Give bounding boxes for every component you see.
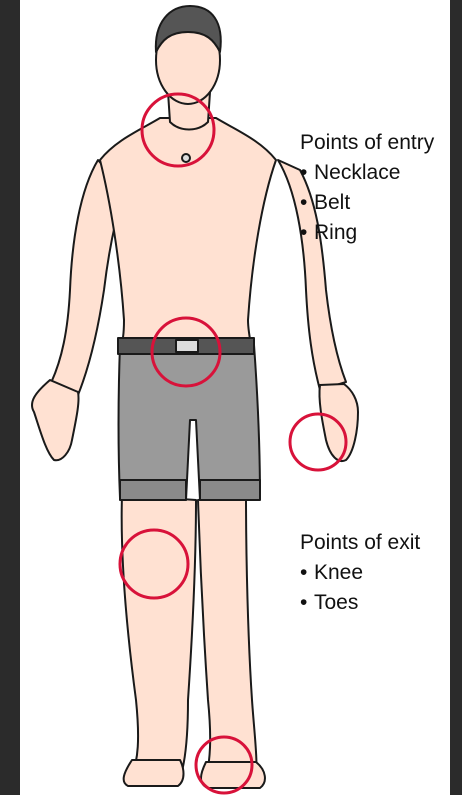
left-cuff (120, 480, 186, 500)
right-foot (201, 762, 265, 788)
necklace-pendant (182, 154, 190, 162)
exit-heading: Points of exit (300, 528, 420, 558)
exit-list: •Knee •Toes (300, 558, 420, 618)
belt-buckle (176, 340, 198, 352)
left-hand (32, 380, 79, 460)
torso (100, 118, 276, 350)
entry-list: •Necklace •Belt •Ring (300, 158, 434, 248)
entry-legend: Points of entry •Necklace •Belt •Ring (300, 128, 434, 248)
illustration-panel: Points of entry •Necklace •Belt •Ring Po… (20, 0, 450, 795)
entry-heading: Points of entry (300, 128, 434, 158)
shorts (119, 345, 261, 500)
right-cuff (200, 480, 260, 500)
exit-item: •Knee (300, 558, 420, 588)
human-figure-illustration (20, 0, 450, 795)
entry-item: •Belt (300, 188, 434, 218)
exit-legend: Points of exit •Knee •Toes (300, 528, 420, 618)
entry-item: •Ring (300, 218, 434, 248)
right-leg (198, 495, 257, 782)
left-foot (124, 760, 184, 786)
exit-item: •Toes (300, 588, 420, 618)
entry-item: •Necklace (300, 158, 434, 188)
